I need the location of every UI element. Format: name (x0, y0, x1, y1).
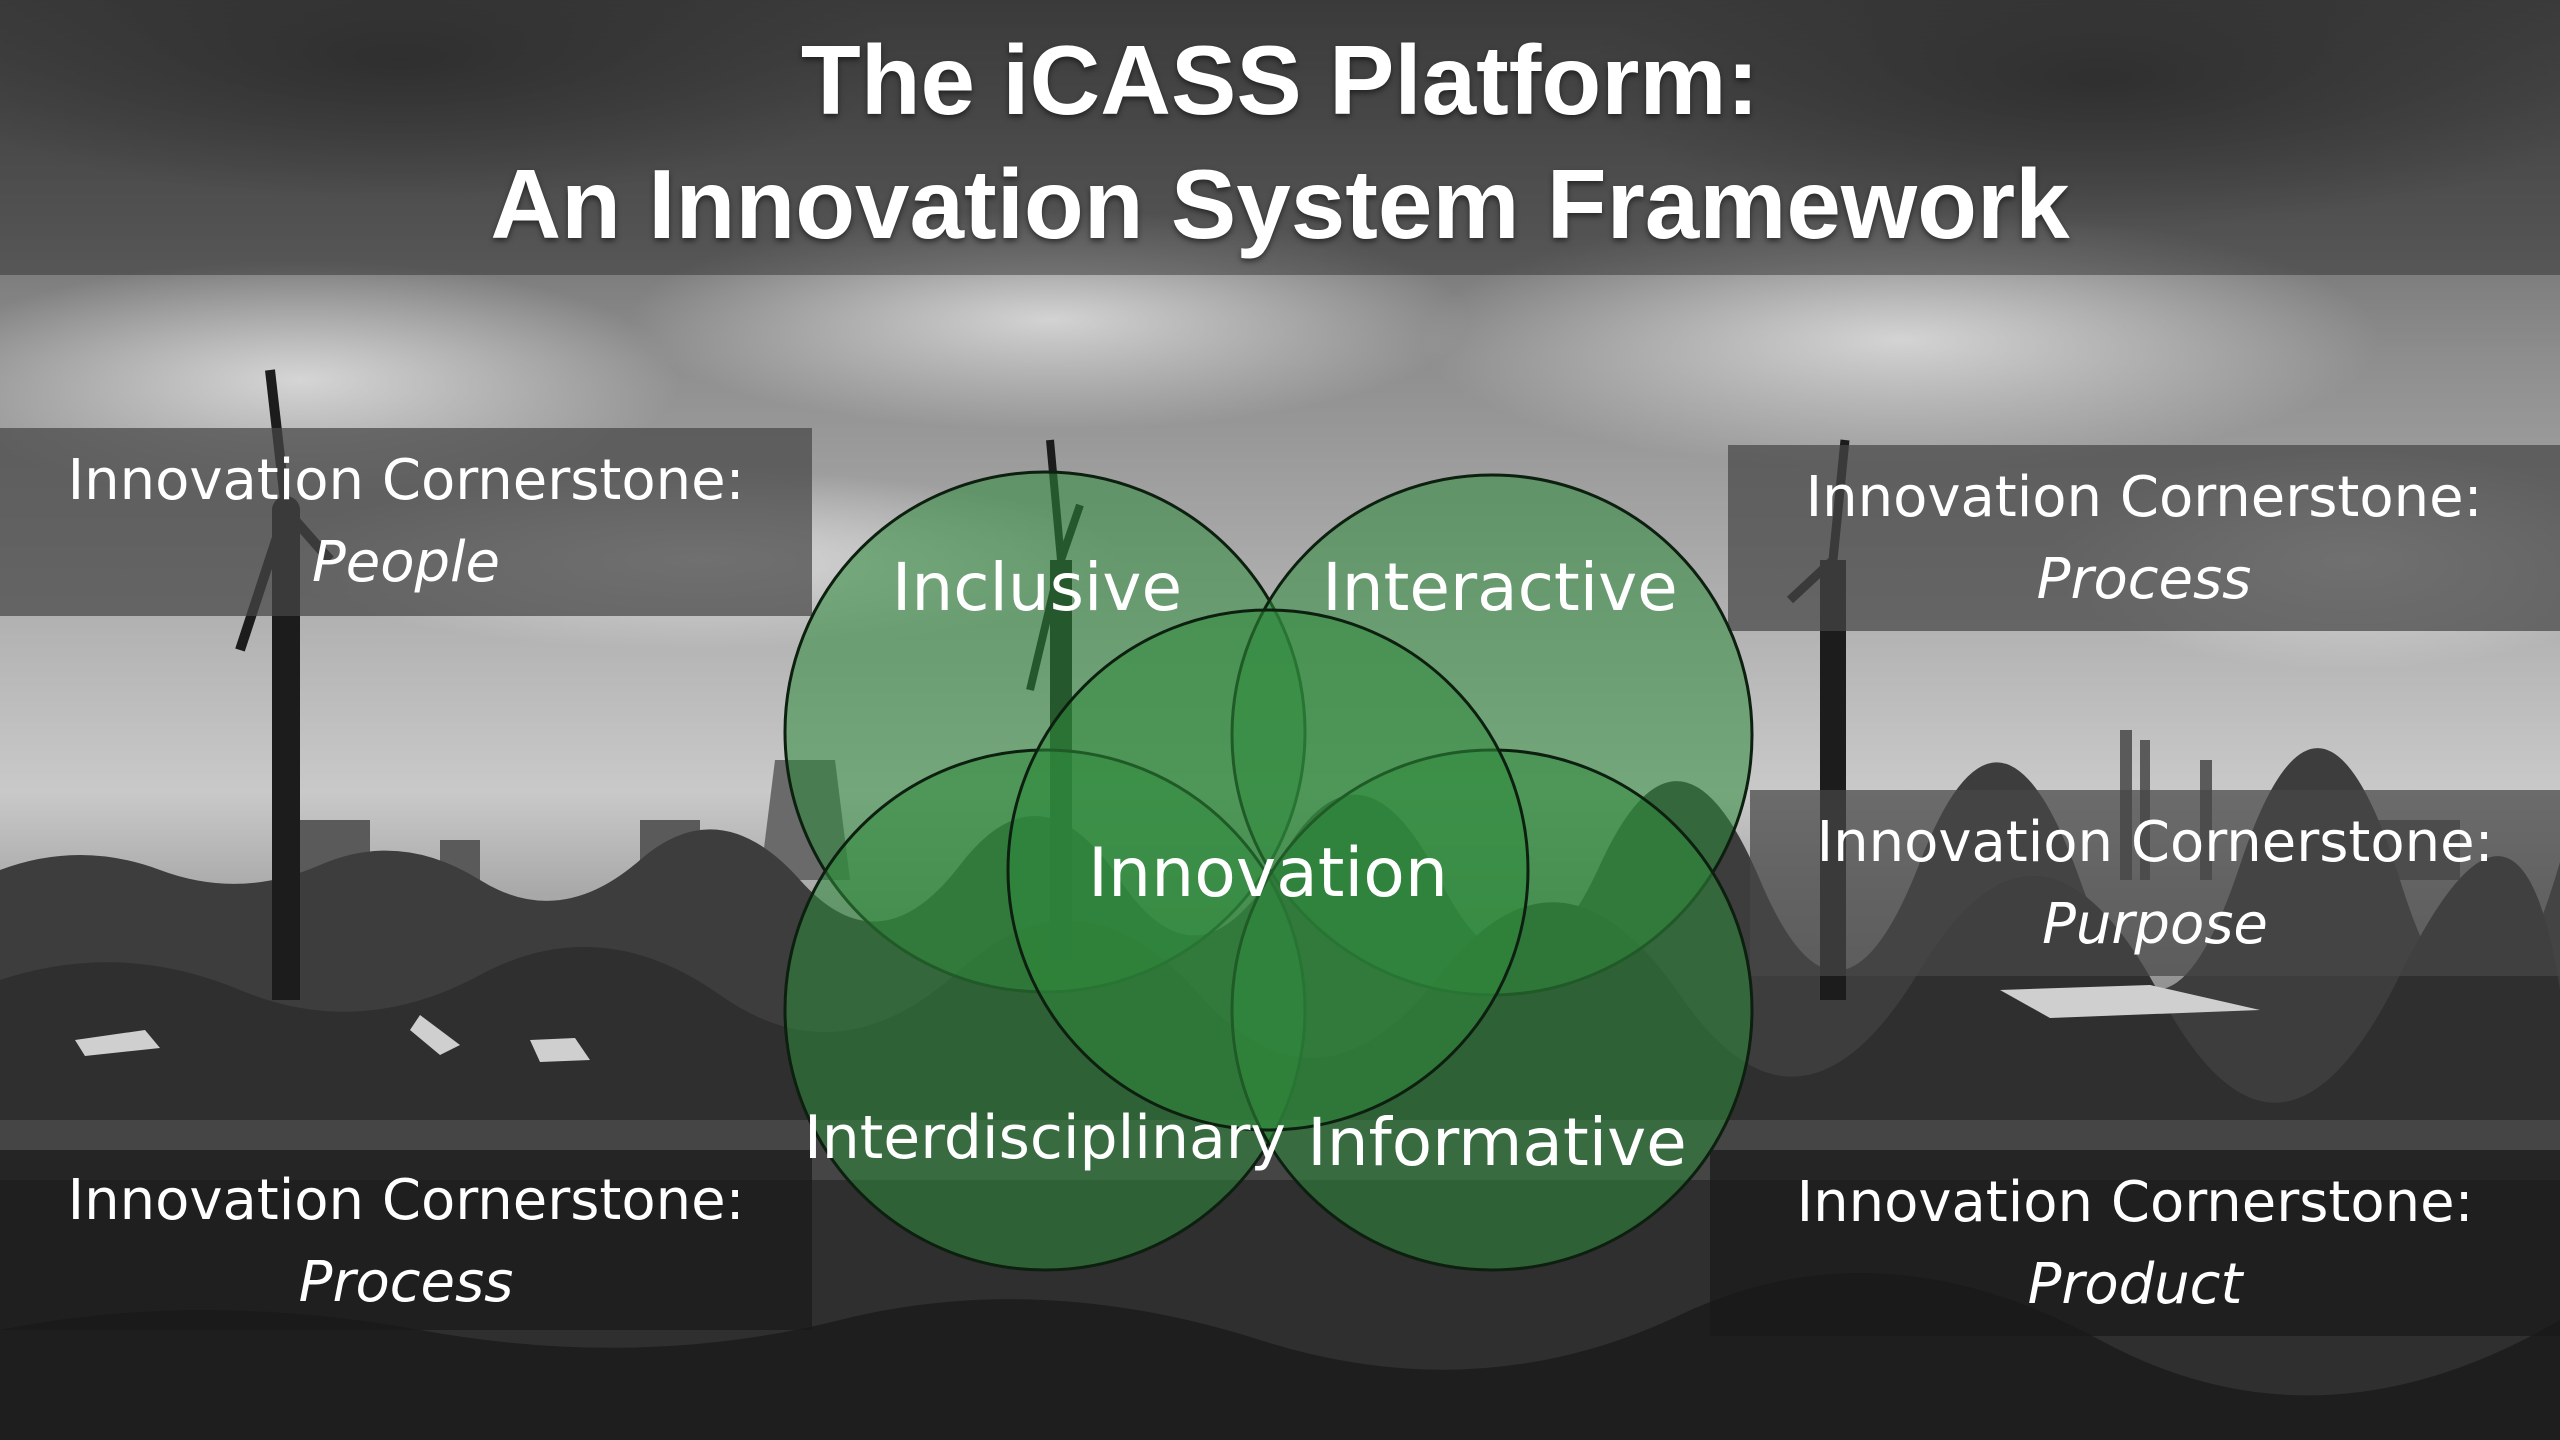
cornerstone-process-left-box: Innovation Cornerstone: Process (0, 1150, 812, 1330)
cornerstone-heading: Innovation Cornerstone: (1805, 465, 2483, 530)
cornerstone-value: Product (2027, 1252, 2243, 1317)
cornerstone-heading: Innovation Cornerstone: (1816, 810, 2494, 875)
cornerstone-people-box: Innovation Cornerstone: People (0, 428, 812, 616)
cornerstone-product-box: Innovation Cornerstone: Product (1710, 1150, 2560, 1336)
cornerstone-value: Process (298, 1250, 514, 1315)
slide-title-line-2: An Innovation System Framework (490, 149, 2070, 259)
cornerstone-process-right-box: Innovation Cornerstone: Process (1728, 445, 2560, 631)
cornerstone-heading: Innovation Cornerstone: (67, 1168, 745, 1233)
cornerstone-value: People (311, 530, 501, 595)
cornerstone-purpose-box: Innovation Cornerstone: Purpose (1750, 790, 2560, 976)
slide-title-line-1: The iCASS Platform: (800, 25, 1760, 135)
cornerstone-heading: Innovation Cornerstone: (1796, 1170, 2474, 1235)
cornerstone-value: Process (2036, 547, 2252, 612)
title-banner (0, 0, 2560, 275)
slide-title: The iCASS Platform: An Innovation System… (0, 18, 2560, 266)
cornerstone-value: Purpose (2042, 892, 2268, 957)
cornerstone-heading: Innovation Cornerstone: (67, 448, 745, 513)
